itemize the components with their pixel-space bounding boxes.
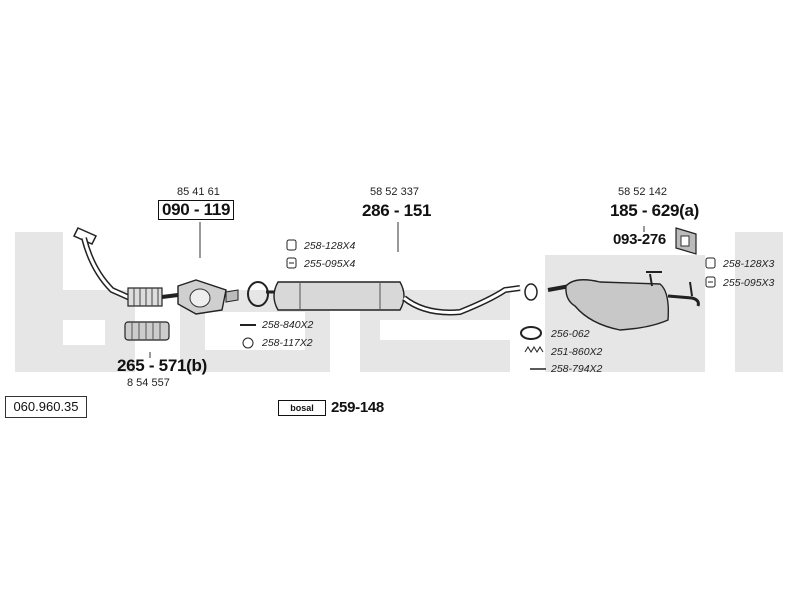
flex-pipe-part xyxy=(124,321,170,341)
accessory-label[interactable]: 256-062 xyxy=(551,328,590,340)
spring-icon xyxy=(524,346,544,353)
rubber-hanger-icon xyxy=(705,257,716,269)
accessory-label[interactable]: 258-128X4 xyxy=(304,240,356,252)
accessory-label[interactable]: 258-117X2 xyxy=(262,337,313,349)
clamp-icon xyxy=(286,257,297,269)
clamp-icon xyxy=(705,276,716,288)
bosal-logo: bosal xyxy=(278,400,326,416)
rear-silencer-part xyxy=(547,271,700,331)
flange-gasket-icon xyxy=(520,326,542,340)
accessory-label[interactable]: 258-840X2 xyxy=(262,319,314,331)
middle-silencer-part-number[interactable]: 286 - 151 xyxy=(362,201,432,220)
accessory-label[interactable]: 255-095X4 xyxy=(304,258,356,270)
front-pipe-part-number[interactable]: 090 - 119 xyxy=(158,200,235,220)
rear-bracket-part-number[interactable]: 093-276 xyxy=(613,231,666,248)
accessory-label[interactable]: 258-128X3 xyxy=(723,258,775,270)
accessory-label[interactable]: 258-794X2 xyxy=(551,363,603,375)
rear-bracket-part xyxy=(675,227,697,255)
middle-silencer-oe-number: 58 52 337 xyxy=(370,186,419,198)
diagram-reference-number: 060.960.35 xyxy=(5,396,87,418)
front-pipe-part xyxy=(72,227,239,315)
front-pipe-oe-number: 85 41 61 xyxy=(177,186,220,198)
flex-pipe-part-number[interactable]: 265 - 571(b) xyxy=(117,356,207,375)
accessory-label[interactable]: 251-860X2 xyxy=(551,346,603,358)
rear-silencer-oe-number: 58 52 142 xyxy=(618,186,667,198)
accessory-label[interactable]: 255-095X3 xyxy=(723,277,775,289)
kit-part-number[interactable]: 259-148 xyxy=(331,399,384,416)
flex-pipe-oe-number: 8 54 557 xyxy=(127,377,170,389)
rear-silencer-part-number[interactable]: 185 - 629(a) xyxy=(610,201,700,220)
ring-gasket-icon xyxy=(242,337,254,349)
rubber-hanger-icon xyxy=(286,239,297,251)
middle-silencer-part xyxy=(247,281,538,316)
